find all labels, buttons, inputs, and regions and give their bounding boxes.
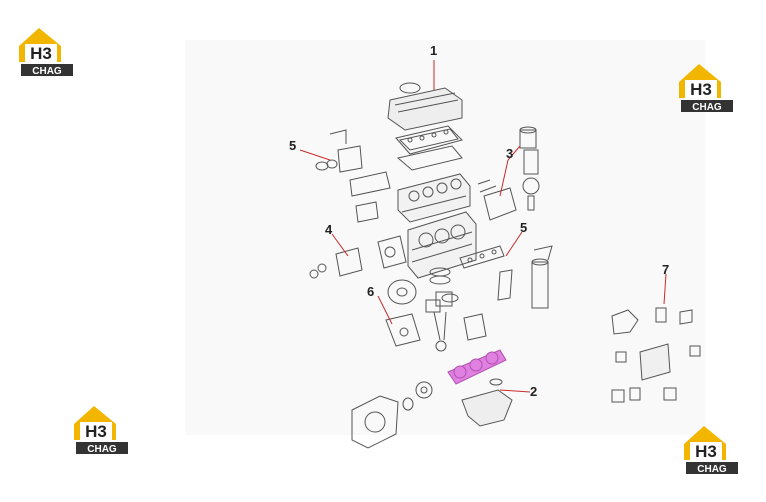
leader-line-3 <box>499 159 509 197</box>
callout-3: 3 <box>506 146 514 161</box>
svg-text:H3: H3 <box>30 44 52 63</box>
leader-line-5b <box>505 231 523 257</box>
svg-text:H3: H3 <box>85 422 107 441</box>
alternator-assembly <box>385 279 487 347</box>
water-pump <box>309 235 407 279</box>
svg-text:H3: H3 <box>690 80 712 99</box>
svg-text:H3: H3 <box>695 442 717 461</box>
oil-pan <box>461 378 513 427</box>
svg-text:CHAG: CHAG <box>32 66 62 77</box>
manifold-assembly-right <box>459 245 553 309</box>
leader-line-7 <box>663 273 667 305</box>
callout-5-right: 5 <box>520 220 528 235</box>
svg-text:CHAG: CHAG <box>692 102 722 113</box>
callout-7: 7 <box>662 262 670 277</box>
cylinder-head <box>397 173 471 223</box>
sensor-ecu-group <box>611 307 701 403</box>
brand-logo-top-left: H3 CHAG <box>15 24 75 80</box>
pistons-rings <box>425 267 459 352</box>
svg-text:CHAG: CHAG <box>87 444 117 455</box>
leader-line-4 <box>331 233 349 257</box>
svg-text:CHAG: CHAG <box>697 464 727 475</box>
leader-line-5a <box>299 149 331 161</box>
crankshaft <box>447 349 507 385</box>
callout-6: 6 <box>367 284 375 299</box>
callout-2: 2 <box>530 384 538 399</box>
callout-1: 1 <box>430 43 438 58</box>
manifold-assembly-left <box>315 129 391 223</box>
brand-logo-bottom-right: H3 CHAG <box>680 422 740 478</box>
leader-line-6 <box>377 295 393 325</box>
callout-5-left: 5 <box>289 138 297 153</box>
filter-assembly <box>477 126 540 221</box>
valve-cover-assembly <box>387 82 463 171</box>
leader-line-2 <box>499 389 531 393</box>
brand-logo-bottom-left: H3 CHAG <box>70 402 130 458</box>
callout-4: 4 <box>325 222 333 237</box>
brand-logo-top-right: H3 CHAG <box>675 60 735 116</box>
engine-block <box>407 211 477 279</box>
flywheel-housing <box>351 381 433 449</box>
